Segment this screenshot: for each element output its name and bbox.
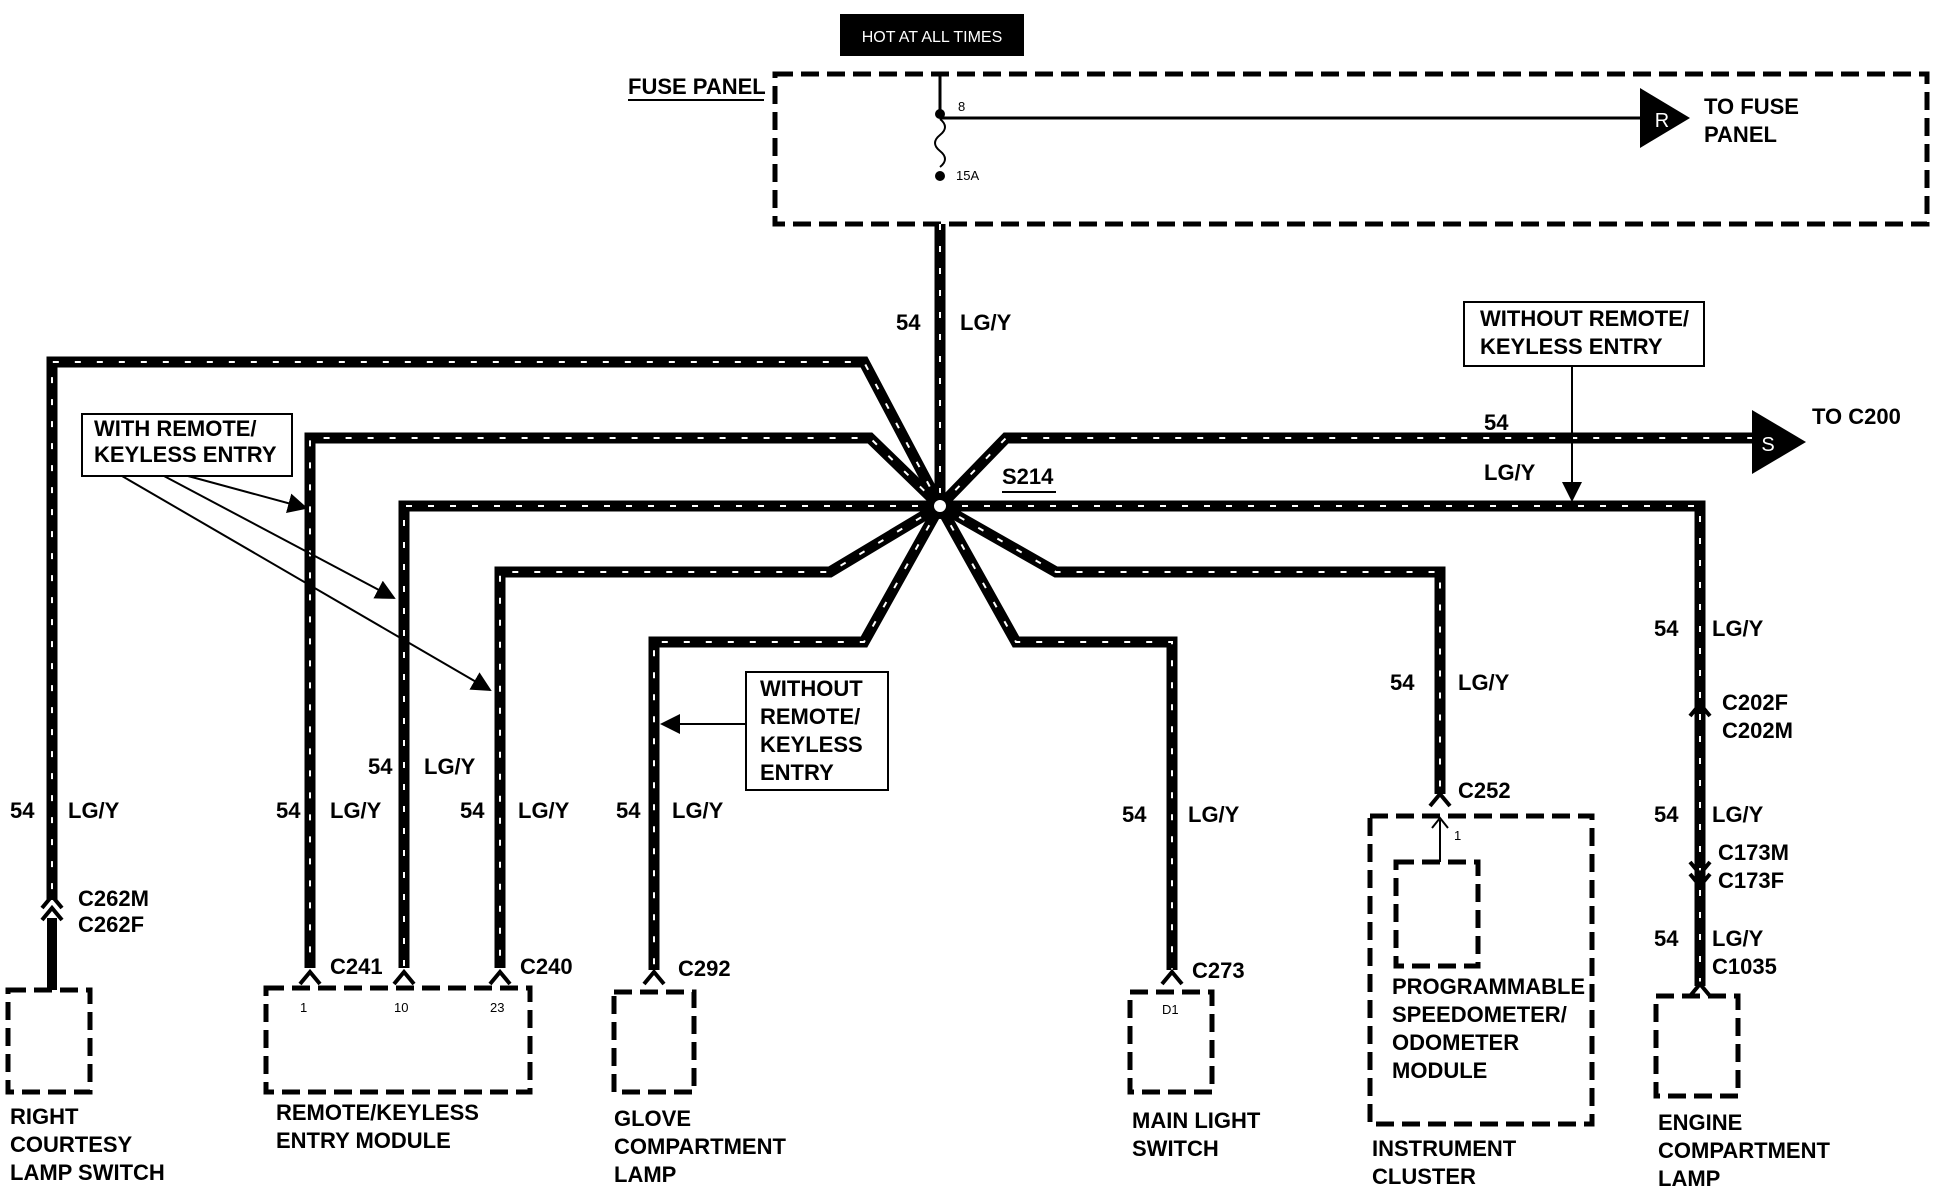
wire-circuit: 54 (368, 754, 393, 779)
wire-circuit: 54 (1654, 926, 1679, 951)
to-fuse-label-2: PANEL (1704, 122, 1777, 147)
note-text: REMOTE/ (760, 704, 860, 729)
wire-color: LG/Y (1712, 926, 1764, 951)
hot-at-all-times-badge: HOT AT ALL TIMES (840, 14, 1024, 56)
connector-c292: C292 (678, 956, 731, 981)
wire-color: LG/Y (1712, 616, 1764, 641)
wire-color: LG/Y (1712, 802, 1764, 827)
remote-keyless-entry-module: C241 C240 1 10 23 REMOTE/KEYLESS ENTRY M… (263, 954, 573, 1153)
component-label: COMPARTMENT (1658, 1138, 1830, 1163)
to-c200-arrow-icon (1752, 410, 1806, 474)
splice-label: S214 (1002, 464, 1054, 489)
hot-label: HOT AT ALL TIMES (862, 29, 1003, 46)
component-label: COMPARTMENT (614, 1134, 786, 1159)
wire-circuit: 54 (616, 798, 641, 823)
to-c200-marker: S (1761, 434, 1774, 456)
wire-color: LG/Y (424, 754, 476, 779)
component-label: MODULE (1392, 1058, 1487, 1083)
wire-color: LG/Y (1188, 802, 1240, 827)
component-label: SWITCH (1132, 1136, 1219, 1161)
pin-label: 1 (300, 1000, 307, 1015)
instrument-cluster: C252 1 PROGRAMMABLE SPEEDOMETER/ ODOMETE… (1367, 778, 1595, 1189)
fuse-panel: FUSE PANEL 8 15A R TO FUSE PANEL (628, 71, 1930, 227)
connector-c1035: C1035 (1712, 954, 1777, 979)
connector-c252: C252 (1458, 778, 1511, 803)
note-without-remote-top: WITHOUT REMOTE/ KEYLESS ENTRY (1463, 301, 1705, 502)
component-label: CLUSTER (1372, 1164, 1476, 1189)
engine-compartment-lamp: C202F C202M C173M C173F C1035 ENGINE COM… (1653, 690, 1830, 1191)
wire-color: LG/Y (960, 310, 1012, 335)
connector-c273: C273 (1192, 958, 1245, 983)
fuse-panel-label: FUSE PANEL (628, 74, 766, 99)
to-c200-label: TO C200 (1812, 404, 1901, 429)
fuse-rating: 15A (956, 168, 979, 183)
wire-circuit: 54 (1122, 802, 1147, 827)
connector-c173m: C173M (1718, 840, 1789, 865)
wire-circuit: 54 (1390, 670, 1415, 695)
component-label: MAIN LIGHT (1132, 1108, 1261, 1133)
component-label: INSTRUMENT (1372, 1136, 1517, 1161)
pin-label: 1 (1454, 828, 1461, 843)
connector-c240: C240 (520, 954, 573, 979)
component-label: ENGINE (1658, 1110, 1742, 1135)
component-label: ODOMETER (1392, 1030, 1519, 1055)
wire-circuit: 54 (276, 798, 301, 823)
wire-circuit: 54 (10, 798, 35, 823)
connector-c173f: C173F (1718, 868, 1784, 893)
wire-harness: S TO C200 S214 (46, 224, 1901, 986)
note-with-remote: WITH REMOTE/ KEYLESS ENTRY (81, 413, 492, 692)
component-label: LAMP (614, 1162, 676, 1187)
connector-c241: C241 (330, 954, 383, 979)
wire-circuit: 54 (460, 798, 485, 823)
component-label: ENTRY MODULE (276, 1128, 451, 1153)
note-without-remote-mid: WITHOUT REMOTE/ KEYLESS ENTRY (660, 671, 889, 791)
wire-color: LG/Y (672, 798, 724, 823)
wire-color: LG/Y (518, 798, 570, 823)
glove-compartment-lamp: C292 GLOVE COMPARTMENT LAMP (611, 956, 786, 1187)
note-text: KEYLESS (760, 732, 863, 757)
note-text: WITHOUT REMOTE/ (1480, 306, 1689, 331)
connector-c262m: C262M (78, 886, 149, 911)
right-courtesy-lamp-switch: C262M C262F RIGHT COURTESY LAMP SWITCH (5, 886, 165, 1185)
note-text: KEYLESS ENTRY (1480, 334, 1663, 359)
component-label: REMOTE/KEYLESS (276, 1100, 479, 1125)
wire-color: LG/Y (68, 798, 120, 823)
to-fuse-label-1: TO FUSE (1704, 94, 1799, 119)
pin-label: D1 (1162, 1002, 1179, 1017)
note-text: WITHOUT (760, 676, 863, 701)
wire-circuit: 54 (1484, 410, 1509, 435)
note-text: WITH REMOTE/ (94, 416, 257, 441)
wire-labels: 54 LG/Y 54 LG/Y 54 LG/Y 54 LG/Y 54 LG/Y … (10, 310, 1764, 951)
note-text: KEYLESS ENTRY (94, 442, 277, 467)
component-label: PROGRAMMABLE (1392, 974, 1585, 999)
component-label: LAMP SWITCH (10, 1160, 165, 1185)
connector-c202m: C202M (1722, 718, 1793, 743)
wire-circuit: 54 (1654, 802, 1679, 827)
wire-color: LG/Y (1484, 460, 1536, 485)
pin-label: 10 (394, 1000, 408, 1015)
to-fuse-marker: R (1655, 110, 1669, 132)
wire-circuit: 54 (896, 310, 921, 335)
wire-color: LG/Y (1458, 670, 1510, 695)
to-fuse-panel-arrow-icon (1640, 88, 1690, 148)
wire-color: LG/Y (330, 798, 382, 823)
component-label: COURTESY (10, 1132, 133, 1157)
main-light-switch: C273 D1 MAIN LIGHT SWITCH (1127, 958, 1261, 1161)
connector-c202f: C202F (1722, 690, 1788, 715)
fuse-number: 8 (958, 99, 965, 114)
component-label: RIGHT (10, 1104, 79, 1129)
component-label: SPEEDOMETER/ (1392, 1002, 1567, 1027)
component-label: LAMP (1658, 1166, 1720, 1191)
wire-circuit: 54 (1654, 616, 1679, 641)
pin-label: 23 (490, 1000, 504, 1015)
note-text: ENTRY (760, 760, 834, 785)
connector-c262f: C262F (78, 912, 144, 937)
component-label: GLOVE (614, 1106, 691, 1131)
